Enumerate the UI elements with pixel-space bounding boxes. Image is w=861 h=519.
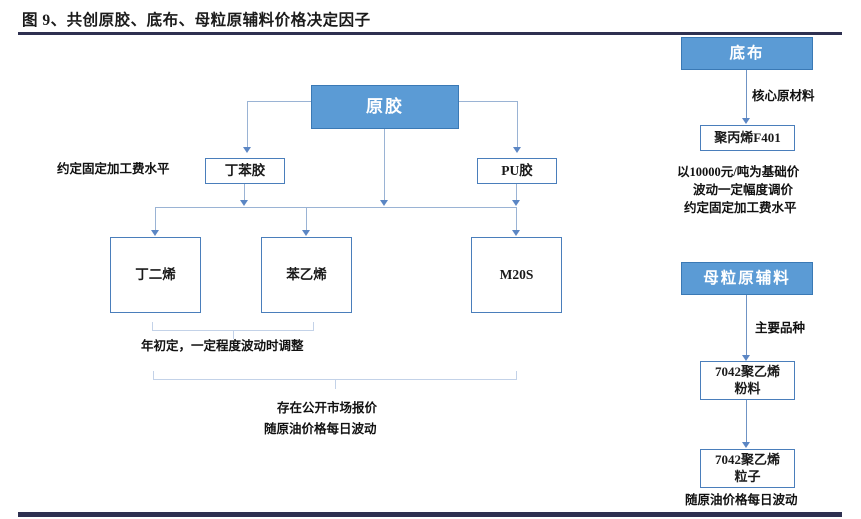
- label-price-fluctuation-note: 波动一定幅度调价: [693, 183, 794, 197]
- node-polypropylene-f401: 聚丙烯F401: [700, 125, 795, 151]
- node-butadiene-rubber-label: 丁苯胶: [224, 162, 266, 178]
- connector-root-left-h: [247, 101, 311, 103]
- connector-masterbatch-down: [746, 295, 748, 357]
- footer-divider: [18, 512, 842, 517]
- connector-root-center-v: [384, 129, 386, 201]
- connector-root-right-h: [459, 101, 518, 103]
- node-root-label: 原胶: [366, 97, 404, 117]
- bracket-market-quote: [153, 371, 517, 380]
- arrow-to-butadiene-rubber: [243, 147, 251, 153]
- figure-title: 图 9、共创原胶、底布、母粒原辅料价格决定因子: [22, 12, 371, 29]
- label-market-quote-line1: 存在公开市场报价: [277, 401, 378, 415]
- arrow-to-butadiene: [151, 230, 159, 236]
- arrow-to-pu-glue: [513, 147, 521, 153]
- label-daily-oil-fluctuation: 随原油价格每日波动: [685, 493, 798, 507]
- node-styrene: 苯乙烯: [261, 237, 352, 313]
- node-butadiene: 丁二烯: [110, 237, 201, 313]
- connector-base-fabric-down: [746, 70, 748, 120]
- arrow-to-styrene: [302, 230, 310, 236]
- node-pu-glue-label: PU胶: [501, 162, 533, 178]
- arrow-root-center-to-bus: [380, 200, 388, 206]
- arrow-to-m20s: [512, 230, 520, 236]
- node-masterbatch-materials-label: 母粒原辅料: [703, 269, 791, 287]
- node-polypropylene-f401-label: 聚丙烯F401: [714, 129, 781, 145]
- node-pe7042-powder: 7042聚乙烯 粉料: [700, 361, 795, 400]
- label-fixed-fee-note: 约定固定加工费水平: [684, 201, 797, 215]
- connector-root-right-v: [517, 101, 519, 148]
- arrow-masterbatch-to-pe: [742, 355, 750, 361]
- arrow-powder-to-pellet: [742, 442, 750, 448]
- bracket-annual-adjust: [152, 322, 314, 331]
- connector-butadiene-rubber-down: [244, 184, 246, 201]
- node-base-fabric-label: 底布: [729, 44, 765, 62]
- label-main-variety: 主要品种: [755, 321, 806, 335]
- title-divider: [18, 32, 842, 35]
- label-annual-adjust: 年初定，一定程度波动时调整: [141, 339, 304, 353]
- bracket-market-quote-stem: [335, 380, 337, 389]
- label-market-quote-line2: 随原油价格每日波动: [264, 422, 377, 436]
- node-base-fabric: 底布: [681, 37, 813, 70]
- node-pu-glue: PU胶: [477, 158, 557, 184]
- node-m20s-label: M20S: [499, 266, 534, 282]
- node-pe7042-pellet-line1: 7042聚乙烯: [714, 452, 780, 468]
- node-pe7042-powder-line1: 7042聚乙烯: [714, 364, 780, 380]
- label-base-price-note: 以10000元/吨为基础价: [677, 165, 800, 179]
- node-masterbatch-materials: 母粒原辅料: [681, 262, 813, 295]
- connector-powder-to-pellet: [746, 400, 748, 444]
- node-m20s: M20S: [471, 237, 562, 313]
- arrow-base-fabric-to-pp: [742, 118, 750, 124]
- label-core-raw-material: 核心原材料: [752, 89, 815, 103]
- node-styrene-label: 苯乙烯: [286, 266, 327, 282]
- connector-bus-horizontal: [155, 207, 517, 209]
- node-pe7042-powder-line2: 粉料: [734, 380, 761, 396]
- connector-bus-to-butadiene-v: [155, 207, 157, 231]
- node-pe7042-pellet-line2: 粒子: [734, 468, 761, 484]
- connector-pu-glue-down: [516, 184, 518, 201]
- bracket-annual-adjust-stem: [233, 331, 235, 339]
- connector-bus-to-m20s-v: [516, 207, 518, 231]
- label-fixed-processing-fee: 约定固定加工费水平: [57, 162, 170, 176]
- node-butadiene-label: 丁二烯: [135, 266, 176, 282]
- arrow-pu-glue-to-bus: [512, 200, 520, 206]
- node-pe7042-pellet: 7042聚乙烯 粒子: [700, 449, 795, 488]
- node-butadiene-rubber: 丁苯胶: [205, 158, 285, 184]
- arrow-butadiene-rubber-to-bus: [240, 200, 248, 206]
- node-root-raw-rubber: 原胶: [311, 85, 459, 129]
- connector-bus-to-styrene-v: [306, 207, 308, 231]
- connector-root-left-v: [247, 101, 249, 148]
